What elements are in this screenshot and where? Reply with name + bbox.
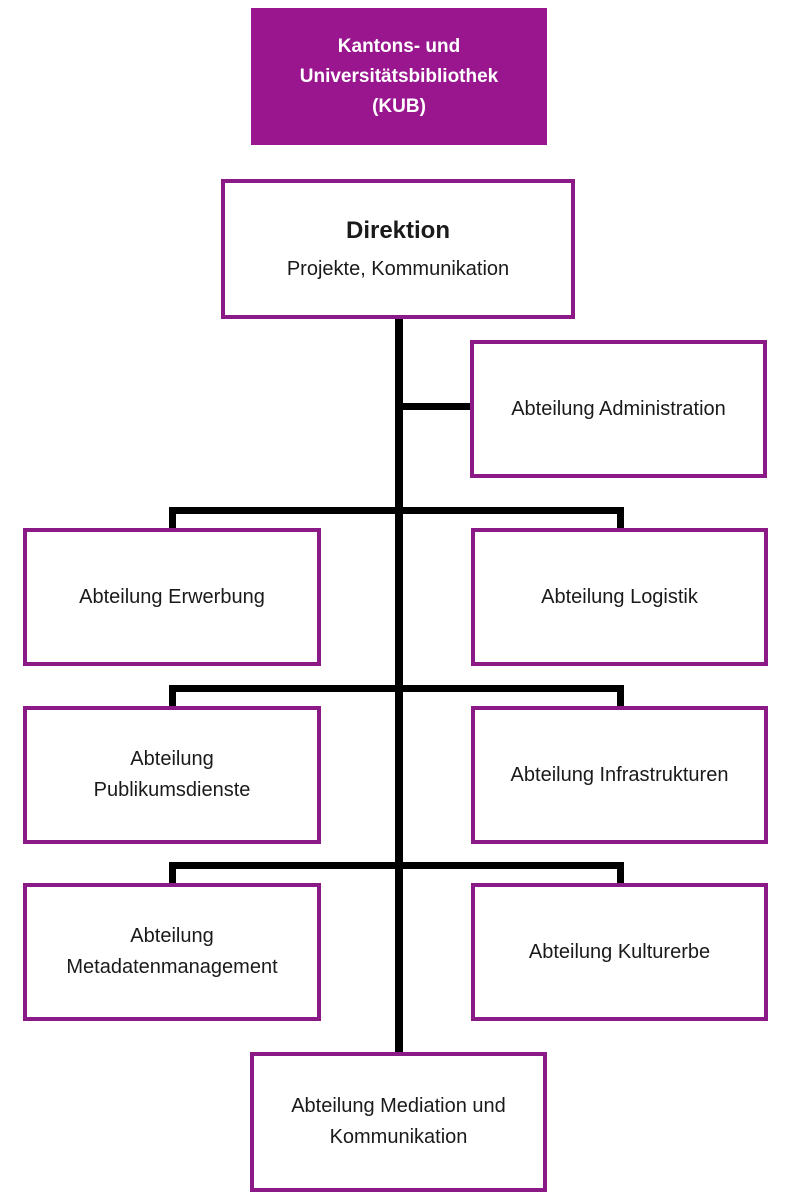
administration-box: Abteilung Administration [470,340,767,478]
publikumsdienste-label: Abteilung Publikumsdienste [93,748,251,801]
metadatenmanagement-drop-connector [169,862,176,885]
logistik-drop-connector [617,507,624,530]
mediation-label: Abteilung Mediation und Kommunikation [291,1095,506,1148]
publikumsdienste-box: Abteilung Publikumsdienste [23,706,321,844]
erwerbung-box: Abteilung Erwerbung [23,528,321,666]
administration-connector [399,403,472,410]
row2-horizontal-connector [169,685,624,692]
erwerbung-drop-connector [169,507,176,530]
direktion-subtitle: Projekte, Kommunikation [286,258,510,280]
publikumsdienste-drop-connector [169,685,176,708]
direktion-box: Direktion Projekte, Kommunikation [221,179,575,319]
kulturerbe-drop-connector [617,862,624,885]
kulturerbe-label: Abteilung Kulturerbe [528,940,711,963]
logistik-box: Abteilung Logistik [471,528,768,666]
mediation-box: Abteilung Mediation und Kommunikation [250,1052,547,1192]
row3-horizontal-connector [169,862,624,869]
metadatenmanagement-box: Abteilung Metadatenmanagement [23,883,321,1021]
erwerbung-label: Abteilung Erwerbung [79,585,265,608]
infrastrukturen-drop-connector [617,685,624,708]
direktion-title: Direktion [345,217,450,244]
organization-name: Kantons- und Universitätsbibliothek (KUB… [299,35,499,117]
row1-horizontal-connector [169,507,624,514]
administration-label: Abteilung Administration [511,397,726,420]
infrastrukturen-box: Abteilung Infrastrukturen [471,706,768,844]
organization-header-box: Kantons- und Universitätsbibliothek (KUB… [251,8,547,145]
kulturerbe-box: Abteilung Kulturerbe [471,883,768,1021]
infrastrukturen-label: Abteilung Infrastrukturen [510,763,729,786]
logistik-label: Abteilung Logistik [541,585,698,608]
metadatenmanagement-label: Abteilung Metadatenmanagement [66,925,278,978]
